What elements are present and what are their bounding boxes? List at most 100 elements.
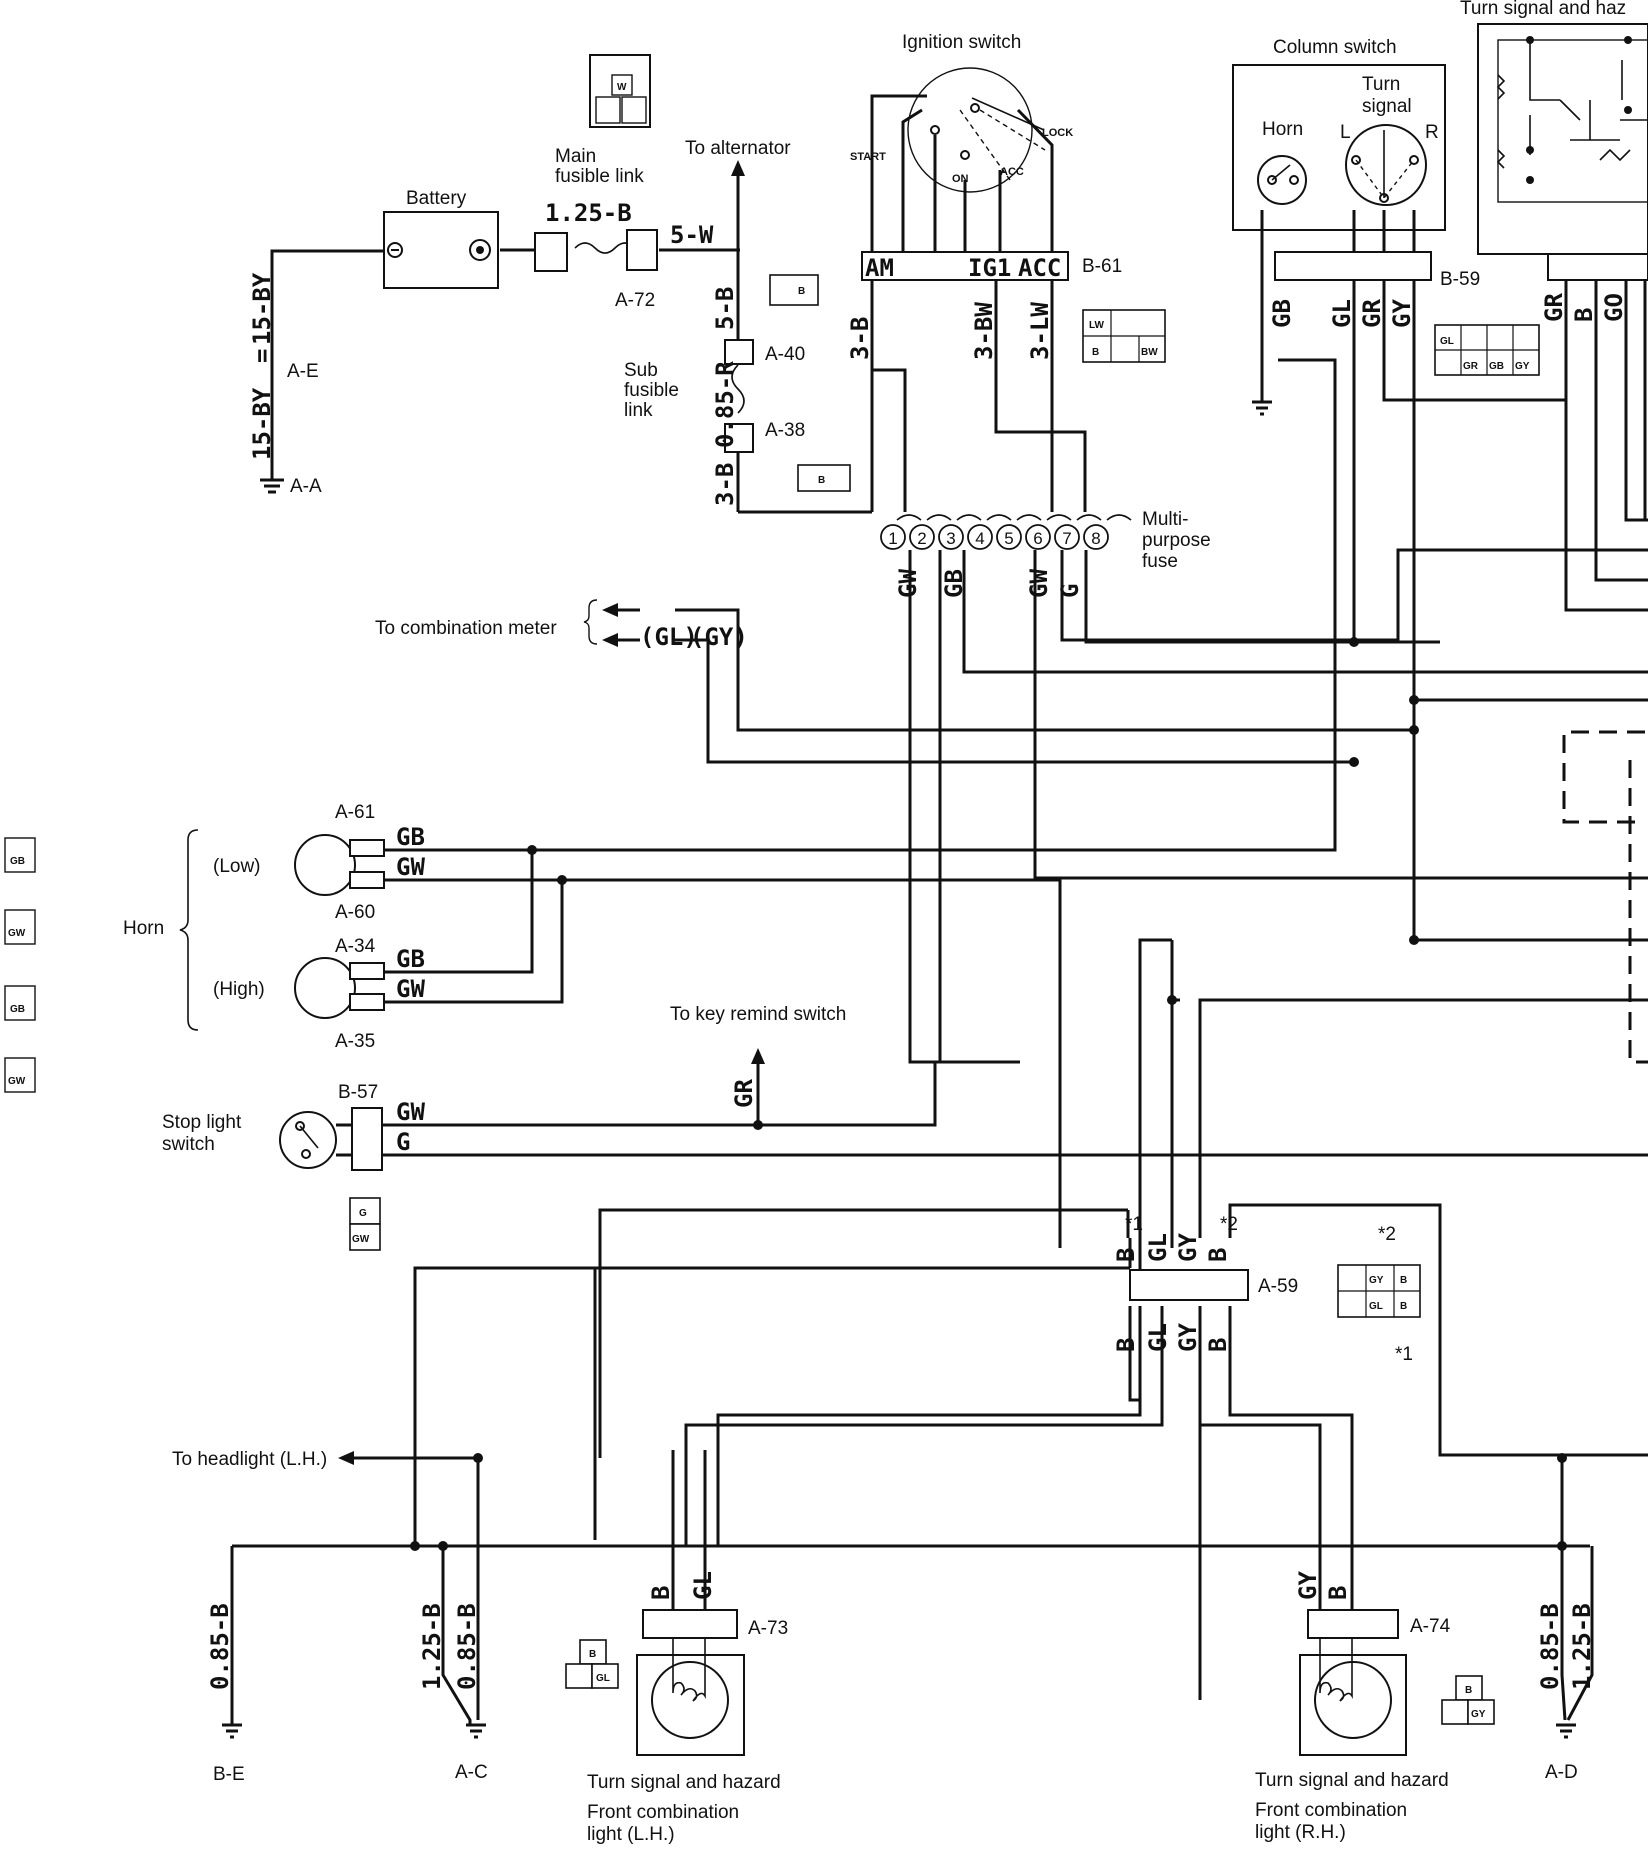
vertical-wire-code-37: 1.25-B xyxy=(1568,1603,1596,1690)
face-side-gb1: GB xyxy=(10,856,25,867)
vertical-wire-code-28: B xyxy=(1204,1338,1232,1352)
conn-b-e: B-E xyxy=(213,1764,245,1785)
horn-low xyxy=(294,834,385,896)
face-a59-gy: GY xyxy=(1369,1275,1384,1286)
connector-faces: W B B LW B BW GL GR GB GY GY B GL B G GW xyxy=(4,54,1540,1725)
face-b61-lw: LW xyxy=(1089,320,1105,331)
vertical-wire-code-22: GL xyxy=(1144,1233,1172,1262)
conn-a-a: A-A xyxy=(290,476,322,497)
face-a73-b: B xyxy=(589,1649,596,1660)
horn-brace xyxy=(179,829,199,1031)
wire-meter-gl: (GL) xyxy=(640,623,698,651)
vertical-wire-code-29: B xyxy=(647,1586,675,1600)
vertical-wire-code-32: B xyxy=(1324,1586,1352,1600)
vertical-wire-code-25: B xyxy=(1112,1338,1140,1352)
wire-stop-g: G xyxy=(396,1128,410,1156)
battery-label: Battery xyxy=(406,188,467,209)
label-to-alternator: To alternator xyxy=(685,138,791,159)
conn-a-35: A-35 xyxy=(335,1031,375,1052)
label-to-key-remind: To key remind switch xyxy=(670,1004,846,1025)
wire-horn-low-gb: GB xyxy=(396,823,425,851)
fuse-circle-6 xyxy=(1025,524,1051,550)
vertical-wire-code-16: GY xyxy=(1388,299,1416,328)
vertical-wire-code-7: 3-BW xyxy=(970,302,998,360)
conn-a-c: A-C xyxy=(455,1762,488,1783)
vertical-wire-code-13: GB xyxy=(1268,299,1296,328)
label-turn-sw-1: Turn xyxy=(1362,74,1400,95)
vertical-wire-code-11: GW xyxy=(1025,569,1053,598)
vertical-wire-code-23: GY xyxy=(1174,1233,1202,1262)
face-a73-gl: GL xyxy=(596,1673,610,1684)
label-front-lh-1: Turn signal and hazard xyxy=(587,1772,781,1793)
conn-a-e: A-E xyxy=(287,361,319,382)
label-fuse-2: purpose xyxy=(1142,530,1211,551)
label-turn-signal-top: Turn signal and haz xyxy=(1460,0,1626,19)
vertical-wire-code-36: 0.85-B xyxy=(1536,1603,1564,1690)
battery: Battery xyxy=(383,188,499,289)
fuse-number-1: 1 xyxy=(888,529,897,548)
label-turn-sw-r: R xyxy=(1425,122,1439,143)
note-n2-top: *2 xyxy=(1220,1214,1238,1235)
vertical-wire-code-27: GY xyxy=(1174,1323,1202,1352)
label-stop-switch-2: switch xyxy=(162,1134,215,1155)
front-lamp-lh xyxy=(636,1609,745,1756)
turn-signal-relay xyxy=(1477,23,1648,281)
label-front-lh-2: Front combination xyxy=(587,1802,739,1823)
vertical-wire-code-1: 15-BY xyxy=(248,387,276,460)
label-main-link-2: fusible link xyxy=(555,166,644,187)
vertical-wire-code-24: B xyxy=(1204,1248,1232,1262)
vertical-wire-code-14: GL xyxy=(1328,299,1356,328)
conn-b-61: B-61 xyxy=(1082,256,1122,277)
label-on: ON xyxy=(952,173,969,185)
label-main-link-1: Main xyxy=(555,146,596,167)
b61-term-acc: ACC xyxy=(1018,254,1061,282)
label-horn-low: (Low) xyxy=(213,856,261,877)
label-fuse-3: fuse xyxy=(1142,551,1178,572)
stop-light-switch xyxy=(279,1107,383,1171)
main-fusible-link-box xyxy=(534,232,568,272)
label-horn-switch: Horn xyxy=(1262,119,1303,140)
connector-a40-box xyxy=(724,339,754,365)
face-a59-b2: B xyxy=(1400,1301,1407,1312)
label-ignition-switch: Ignition switch xyxy=(902,32,1021,53)
vertical-wire-code-19: GO xyxy=(1600,293,1628,322)
ignition-switch: AM IG1 ACC xyxy=(861,67,1069,282)
vertical-wire-code-21: B xyxy=(1112,1248,1140,1262)
vertical-wire-code-8: 3-LW xyxy=(1026,302,1054,360)
face-side-gw2: GW xyxy=(8,1076,26,1087)
fuse-circle-2 xyxy=(909,524,935,550)
face-b59-gl: GL xyxy=(1440,336,1454,347)
vertical-wire-code-6: 3-B xyxy=(846,317,874,360)
face-side-gw1: GW xyxy=(8,928,26,939)
label-sub-link-3: link xyxy=(624,400,653,421)
label-turn-sw-l: L xyxy=(1340,122,1351,143)
wire-stop-gw: GW xyxy=(396,1098,425,1126)
column-switch xyxy=(1232,64,1446,281)
fuse-number-7: 7 xyxy=(1062,529,1071,548)
conn-a-59: A-59 xyxy=(1258,1276,1298,1297)
connector-a59-body xyxy=(1129,1269,1249,1301)
conn-a-40: A-40 xyxy=(765,344,805,365)
label-stop-switch-1: Stop light xyxy=(162,1112,242,1133)
vertical-wire-code-5: 3-B xyxy=(711,463,739,506)
conn-a-38: A-38 xyxy=(765,420,805,441)
vertical-wire-code-26: GL xyxy=(1144,1323,1172,1352)
conn-a-73: A-73 xyxy=(748,1618,788,1639)
battery-ground-wire xyxy=(270,249,390,480)
vertical-wire-code-31: GY xyxy=(1294,1571,1322,1600)
face-a59-b1: B xyxy=(1400,1275,1407,1286)
face-b59-gr: GR xyxy=(1463,361,1479,372)
fuse-circle-8 xyxy=(1083,524,1109,550)
label-front-rh-2: Front combination xyxy=(1255,1800,1407,1821)
fuse-circle-4 xyxy=(967,524,993,550)
wires xyxy=(222,94,1648,1739)
front-lamp-rh xyxy=(1299,1609,1407,1756)
fuse-number-4: 4 xyxy=(975,529,984,548)
fuse-circle-1 xyxy=(880,524,906,550)
labels: Ignition switch Column switch Turn signa… xyxy=(123,0,1626,1845)
horn-high xyxy=(294,957,385,1019)
conn-a-34: A-34 xyxy=(335,936,376,957)
face-b61-bw: BW xyxy=(1141,347,1158,358)
